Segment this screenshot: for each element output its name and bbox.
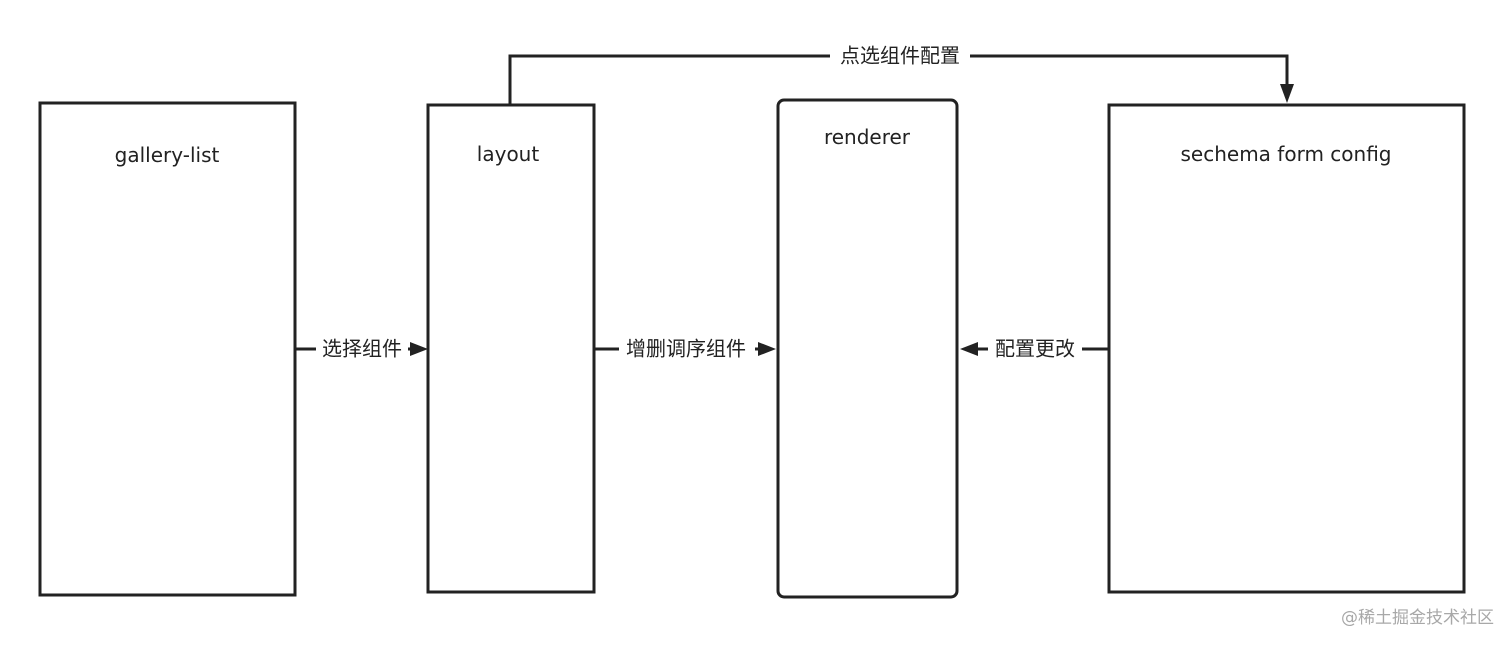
schema-form-config-box (1107, 103, 1466, 594)
edge-click-select-config: 点选组件配置 (508, 42, 1294, 105)
arrowhead-icon (960, 342, 978, 356)
gallery-list-label: gallery-list (115, 143, 220, 167)
edge-config-change: 配置更改 (960, 335, 1109, 363)
arrowhead-icon (1280, 84, 1294, 103)
arrowhead-icon (758, 342, 776, 356)
layout-box (426, 103, 596, 594)
watermark: @稀土掘金技术社区 (1341, 608, 1494, 628)
arrowhead-icon (410, 342, 428, 356)
schema-form-config-label: sechema form config (1181, 142, 1392, 166)
edge-label-add-delete-reorder: 增删调序组件 (626, 337, 746, 361)
gallery-list-box (38, 101, 297, 597)
layout-label: layout (477, 142, 540, 166)
edge-select-component: 选择组件 (295, 335, 428, 363)
renderer-box (776, 98, 959, 599)
edge-label-select-component: 选择组件 (322, 337, 402, 361)
edge-label-click-select-config: 点选组件配置 (840, 44, 960, 68)
edge-label-config-change: 配置更改 (995, 337, 1075, 361)
edge-add-delete-reorder: 增删调序组件 (594, 335, 776, 363)
renderer-label: renderer (824, 125, 911, 149)
